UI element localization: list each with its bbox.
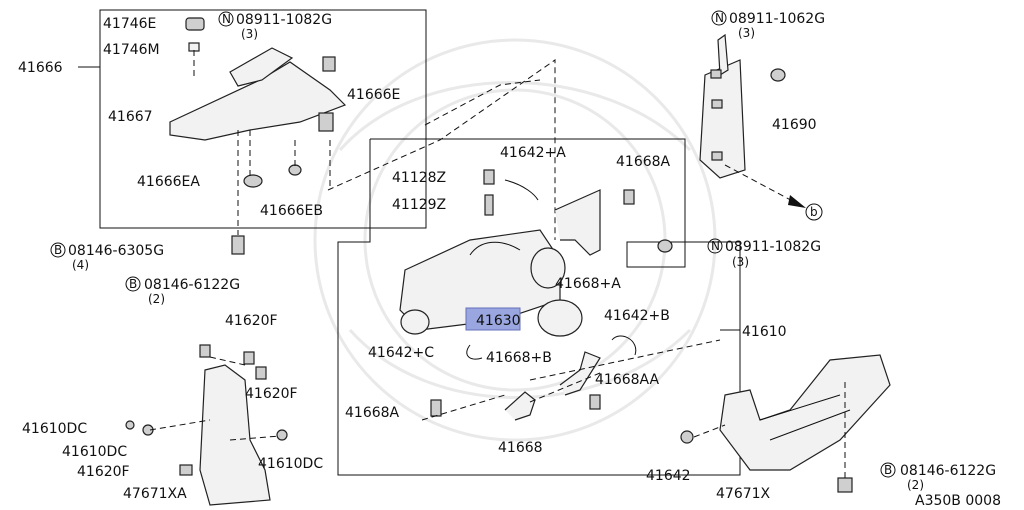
label-41666ea: 41666EA (137, 174, 200, 190)
fastener-n2-symbol: N (715, 11, 724, 25)
bracket-41668pB (559, 351, 601, 396)
label-41746e: 41746E (103, 16, 156, 32)
fastener-n3: N 08911-1082G (3) (707, 238, 821, 269)
mud-guard-47671x (680, 354, 891, 493)
bolt-41668a-2 (430, 399, 442, 417)
label-41668: 41668 (498, 440, 543, 456)
bolt-41668a (623, 189, 635, 205)
actuator-group-frame (337, 138, 741, 476)
fastener-n2-code: 08911-1062G (729, 11, 825, 27)
label-41666: 41666 (18, 60, 63, 76)
fastener-b1-symbol: B (54, 243, 62, 257)
label-47671x: 47671X (716, 486, 771, 502)
fastener-n3-symbol: N (711, 239, 720, 253)
bracket-41668pA (554, 189, 601, 256)
bolt-41128z (483, 169, 495, 185)
fastener-n1-qty: (3) (241, 27, 258, 41)
part-labels: 41746E 41746M 41666 41667 41666E 41666EA… (18, 16, 817, 502)
hydraulic-actuator (399, 179, 583, 337)
label-41668a-2: 41668A (345, 405, 400, 421)
label-41620f-1: 41620F (225, 313, 278, 329)
label-41746m: 41746M (103, 42, 160, 58)
fastener-b2-code: 08146-6122G (144, 277, 240, 293)
label-41668a: 41668A (616, 154, 671, 170)
fastener-b3-symbol: B (884, 463, 892, 477)
fastener-n2: N 08911-1062G (3) (711, 10, 825, 40)
bolt-41668aa (589, 394, 601, 410)
label-41610dc-2: 41610DC (62, 444, 127, 460)
label-41668aa: 41668AA (595, 372, 660, 388)
fastener-n1-symbol: N (222, 12, 231, 26)
clip-41642c (466, 344, 483, 360)
fastener-b1-qty: (4) (72, 258, 89, 272)
fastener-n3-qty: (3) (732, 255, 749, 269)
fastener-n1: N 08911-1082G (3) (218, 11, 332, 41)
label-47671xa: 47671XA (123, 486, 187, 502)
label-41129z: 41129Z (392, 197, 446, 213)
reference-marker-b-text: b (810, 205, 818, 219)
fastener-b3-qty: (2) (907, 478, 924, 492)
label-41620f-3: 41620F (77, 464, 130, 480)
mud-guard-47671xa (125, 344, 288, 506)
fastener-b3-code: 08146-6122G (900, 463, 996, 479)
fastener-n1-code: 08911-1082G (236, 12, 332, 28)
fastener-b2-symbol: B (129, 277, 137, 291)
diagram-code: A350B 0008 (915, 493, 1001, 509)
fastener-n2-qty: (3) (738, 26, 755, 40)
fastener-n3-code: 08911-1082G (725, 239, 821, 255)
fastener-b3: B 08146-6122G (2) (880, 462, 996, 492)
label-41642pc: 41642+C (368, 345, 434, 361)
bolt-41129z (484, 194, 494, 216)
label-41666eb: 41666EB (260, 203, 323, 219)
bracket-group-frame (99, 9, 427, 229)
nut-n3 (657, 239, 673, 253)
label-41610dc-3: 41610DC (258, 456, 323, 472)
label-41668pa: 41668+A (555, 276, 621, 292)
label-41666e: 41666E (347, 87, 400, 103)
label-41668pb: 41668+B (486, 350, 552, 366)
bracket-41690 (699, 33, 806, 208)
bracket-assembly (169, 17, 347, 235)
clip-41642b (611, 335, 637, 356)
label-41690: 41690 (772, 117, 817, 133)
fastener-b2-qty: (2) (148, 292, 165, 306)
bolt-b1 (231, 235, 245, 255)
fastener-b1: B 08146-6305G (4) (50, 242, 164, 272)
label-41610: 41610 (742, 324, 787, 340)
fastener-b2: B 08146-6122G (2) (125, 276, 240, 306)
label-41667: 41667 (108, 109, 153, 125)
label-41642: 41642 (646, 468, 691, 484)
highlight-41630 (465, 307, 521, 331)
label-41128z: 41128Z (392, 170, 446, 186)
label-41642pb: 41642+B (604, 308, 670, 324)
reference-marker-b: b (805, 203, 823, 221)
label-41610dc-1: 41610DC (22, 421, 87, 437)
label-41642pa: 41642+A (500, 145, 566, 161)
label-41620f-2: 41620F (245, 386, 298, 402)
fastener-b1-code: 08146-6305G (68, 243, 164, 259)
label-41630: 41630 (476, 313, 521, 329)
